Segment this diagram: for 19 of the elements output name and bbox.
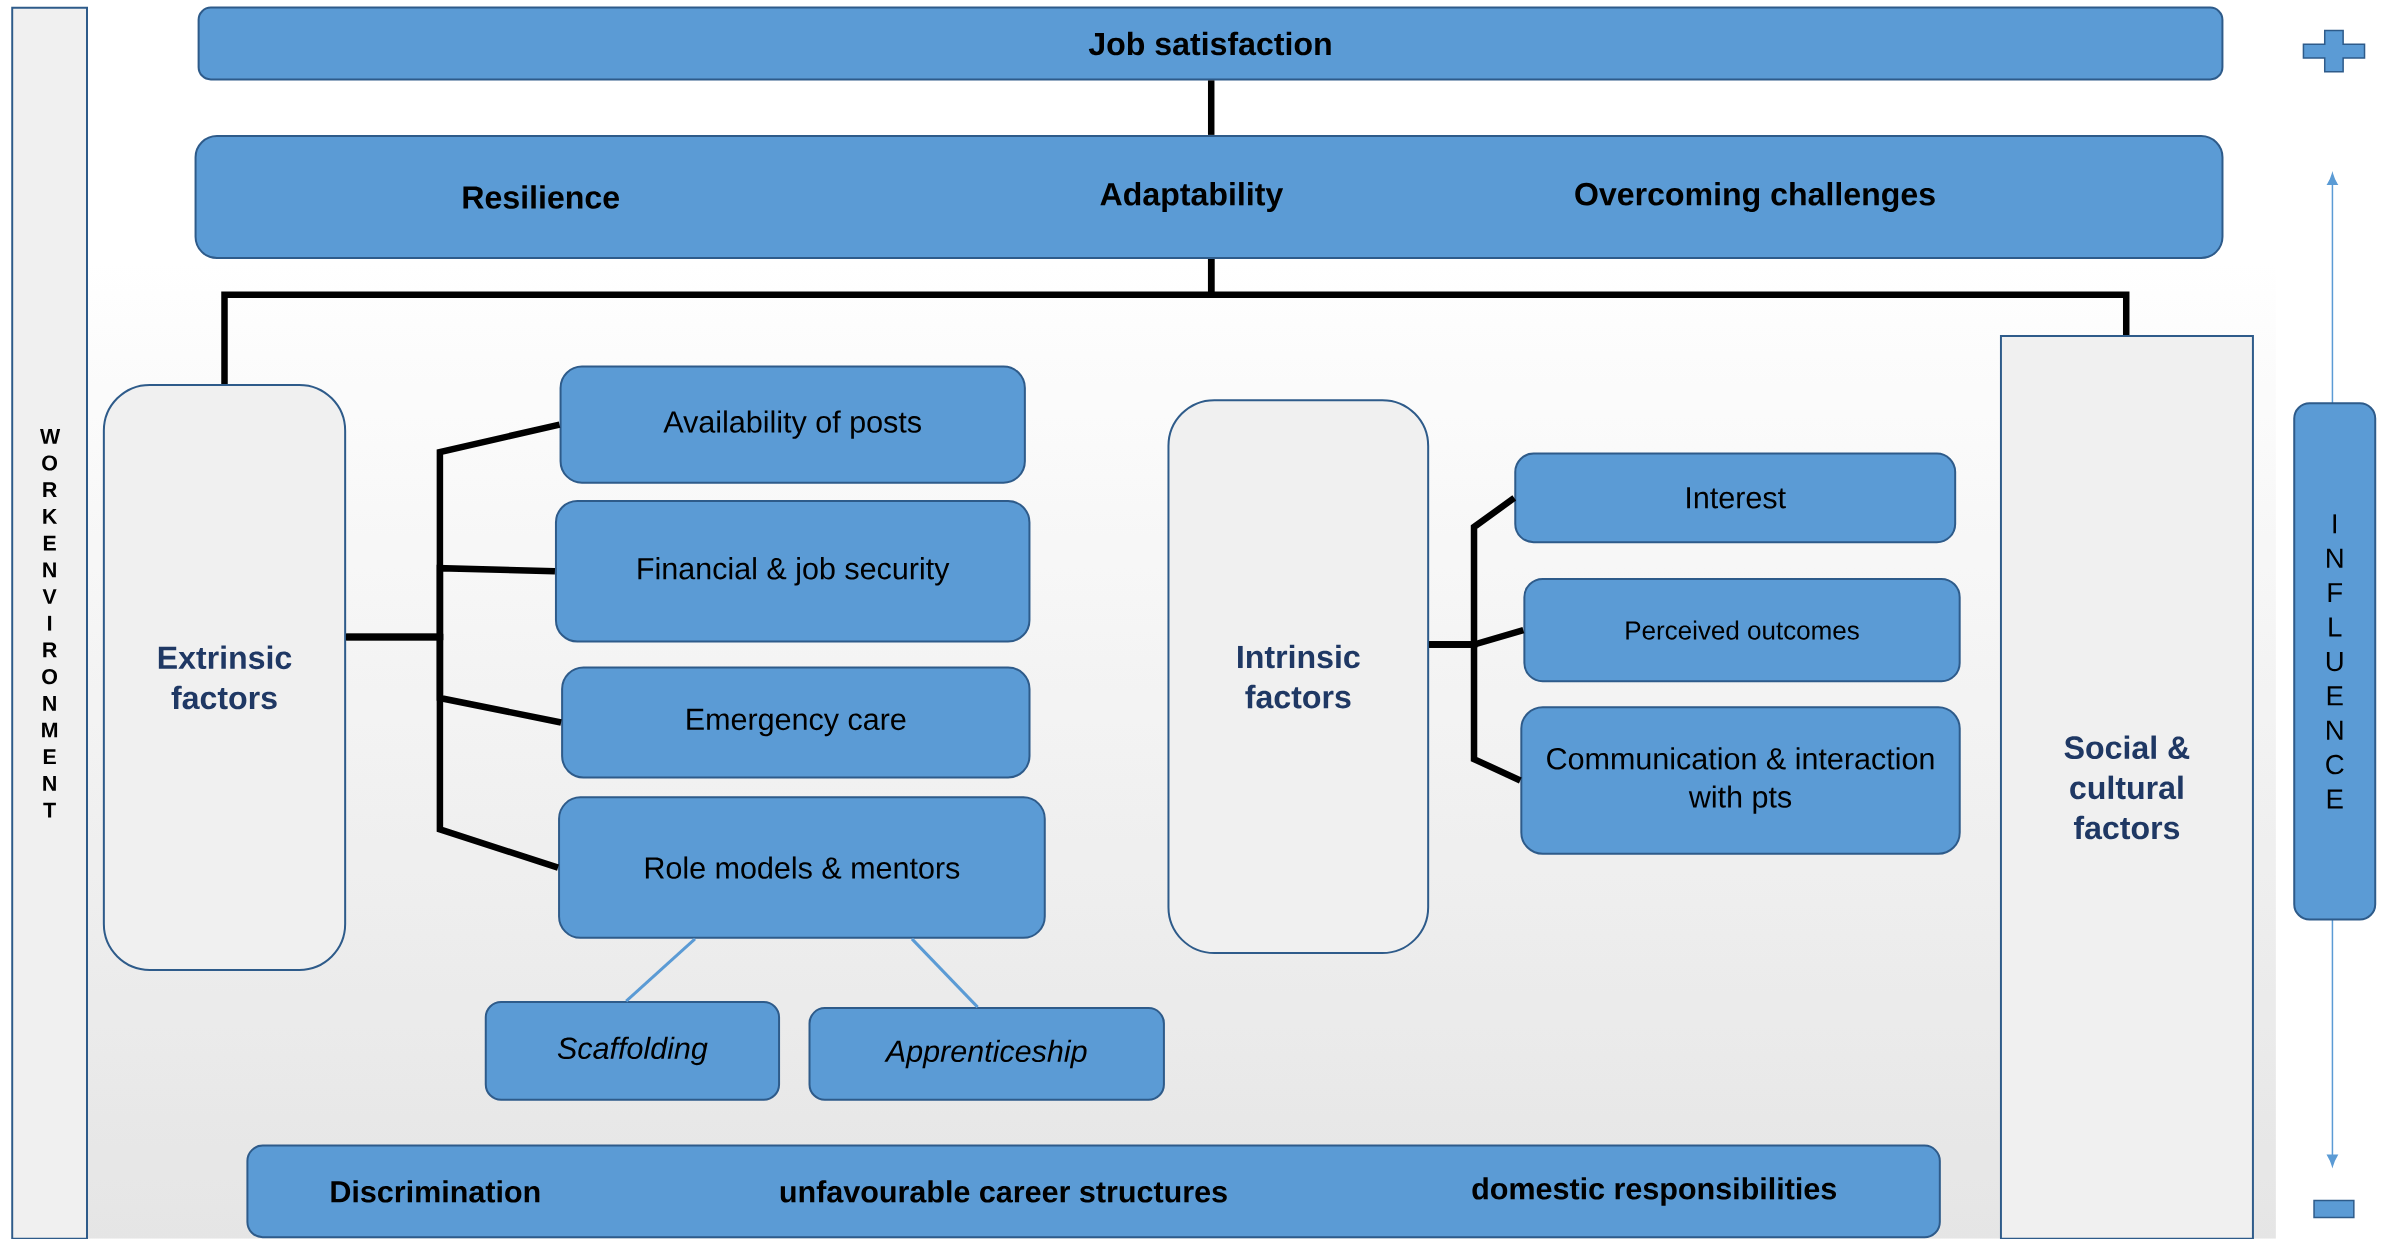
factor-box: Intrinsic factors — [1167, 399, 1430, 955]
outcome-bar: Job satisfaction — [197, 6, 2224, 81]
factor-box: Communication & interaction with pts — [1520, 706, 1961, 855]
factor-box: Scaffolding — [484, 1001, 781, 1101]
side-band: I N F L U E N C E — [2293, 402, 2377, 921]
connector-line — [625, 937, 696, 1003]
factor-box: Apprenticeship — [808, 1007, 1165, 1101]
factor-box: Perceived outcomes — [1523, 577, 1961, 683]
outcome-bar: Resilience Adaptability Overcoming challenges — [194, 134, 2224, 260]
factor-box: Availability of posts — [559, 365, 1026, 484]
factor-box: Financial & job security — [554, 500, 1031, 643]
factor-box: Role models & mentors — [558, 796, 1046, 939]
connector-line — [910, 937, 979, 1009]
factor-box: Interest — [1514, 452, 1957, 544]
factor-box: Extrinsic factors — [102, 383, 347, 971]
factor-box: Emergency care — [561, 666, 1031, 779]
barrier-bar: Discrimination unfavourable career structures domestic responsibilities — [246, 1144, 1941, 1239]
factor-box: Social & cultural factors — [1999, 335, 2254, 1239]
side-band: W O R K E N V I R O N M E N T — [11, 6, 88, 1239]
